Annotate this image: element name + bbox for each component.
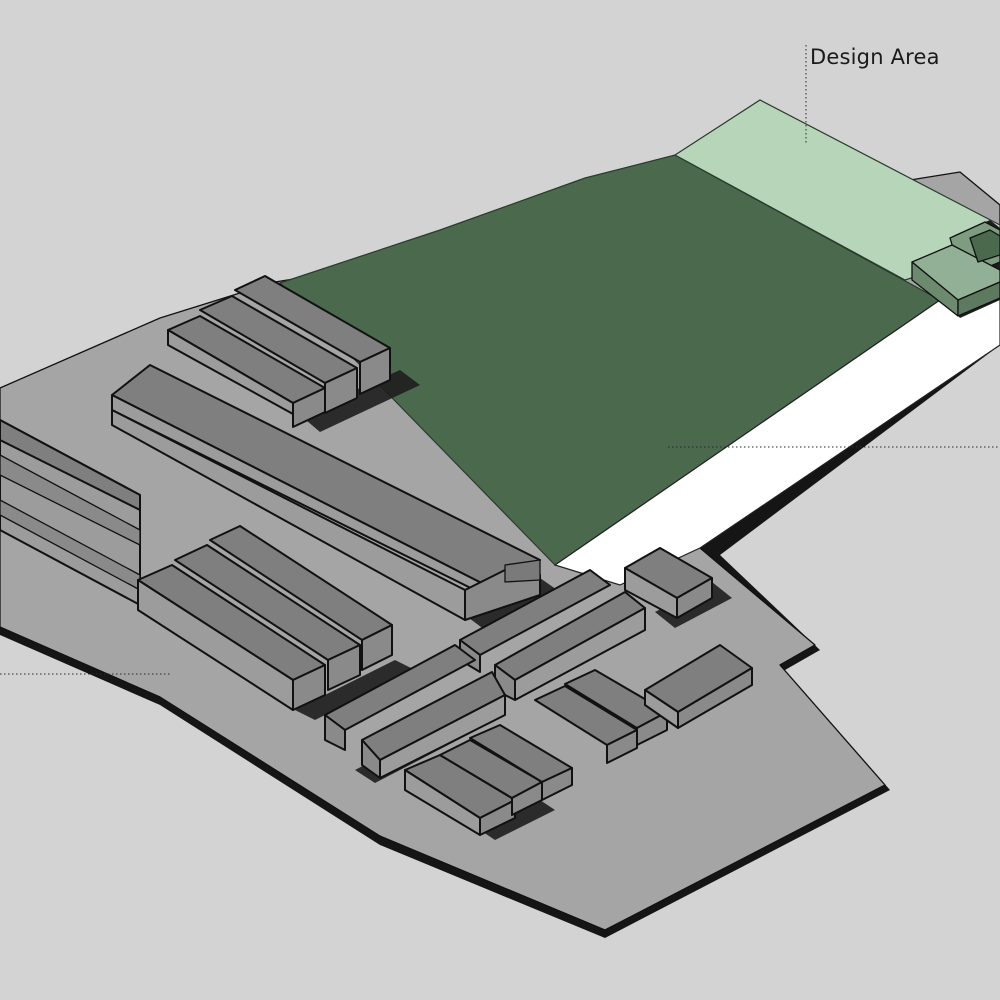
long-barn-west xyxy=(0,419,141,606)
open-shed-row xyxy=(404,644,753,840)
shed-cluster-central xyxy=(324,569,646,783)
design-area-label: Design Area xyxy=(810,45,940,69)
large-barn xyxy=(111,364,560,630)
barn-group-middle xyxy=(137,525,415,720)
design-area-zone xyxy=(673,99,1000,281)
barn-group-north xyxy=(167,275,420,432)
access-road xyxy=(553,264,1000,586)
small-outbuilding xyxy=(624,547,732,628)
green-building-cluster xyxy=(911,220,1000,318)
